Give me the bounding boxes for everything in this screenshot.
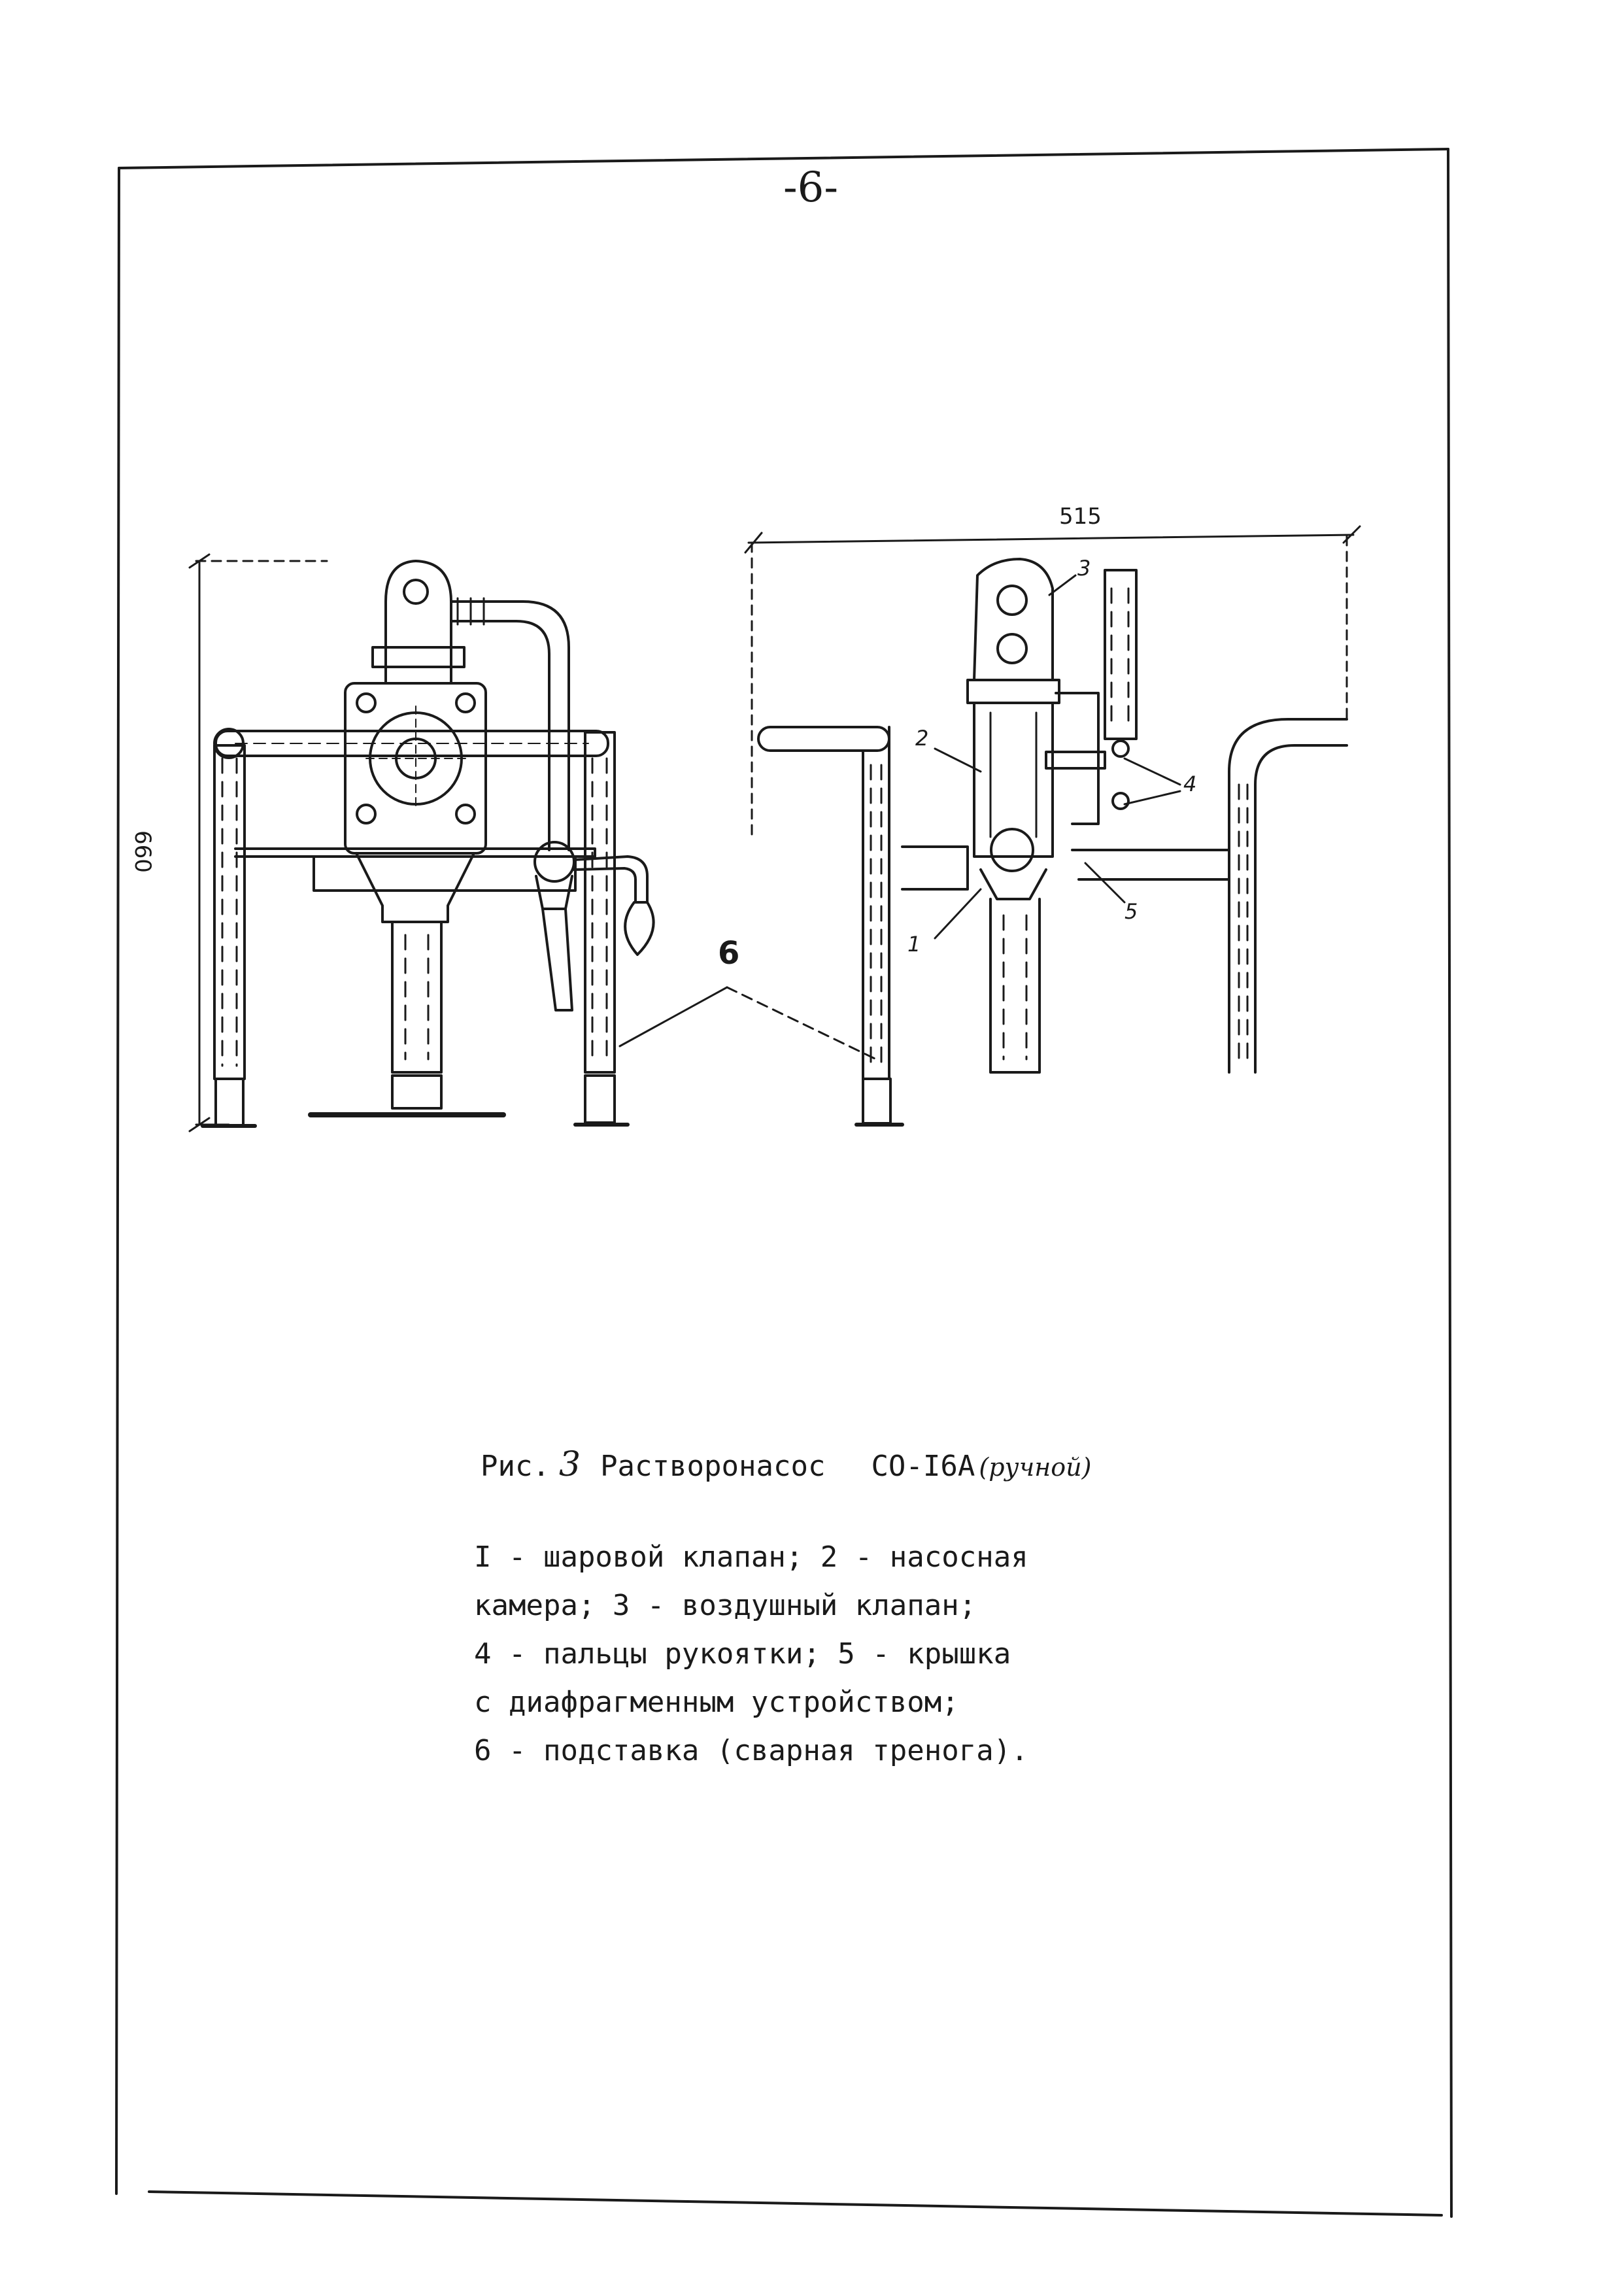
caption-title: Растворонасос: [600, 1450, 826, 1483]
caption-note: (ручной): [979, 1453, 1092, 1482]
legend-line: камера; 3 - воздушный клапан;: [474, 1589, 977, 1622]
dimension-width: 515: [1059, 503, 1102, 530]
legend-line: 6 - подставка (сварная тренога).: [474, 1734, 1028, 1767]
dimension-height: 660: [129, 830, 156, 873]
right-view: [744, 525, 1361, 1127]
figure-caption: Рис.3 Растворонасос СО-I6А(ручной): [481, 1445, 1091, 1484]
callout-5: 5: [1125, 899, 1138, 924]
legend: I - шаровой клапан; 2 - насосная камера;…: [474, 1533, 1324, 1775]
legend-line: с диафрагменным устройством;: [474, 1686, 959, 1719]
callout-6: 6: [718, 935, 740, 972]
callout-4: 4: [1183, 772, 1197, 796]
page-number: -6-: [783, 163, 838, 212]
legend-line: I - шаровой клапан; 2 - насосная: [474, 1540, 1028, 1574]
legend-line: 4 - пальцы рукоятки; 5 - крышка: [474, 1637, 1011, 1671]
page-border: [115, 148, 1453, 2218]
caption-prefix: Рис.: [481, 1450, 550, 1483]
callout-1: 1: [907, 932, 921, 957]
caption-model: СО-I6А: [871, 1450, 975, 1483]
callout-3: 3: [1077, 556, 1091, 581]
callout-2: 2: [915, 726, 929, 751]
caption-number: 3: [558, 1445, 581, 1484]
left-view: [188, 553, 655, 1132]
leader-lines: [618, 574, 1181, 1061]
